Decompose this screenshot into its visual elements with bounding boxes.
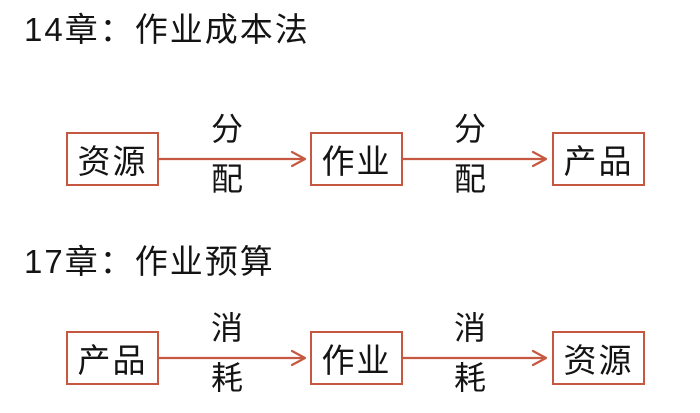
- flow-arrow: [403, 349, 548, 367]
- arrowhead-icon: [290, 349, 307, 367]
- flow-node-products: 产品: [552, 132, 645, 186]
- edge-label-top: 消: [210, 310, 243, 346]
- edge-label-bottom: 耗: [210, 360, 243, 396]
- flow-node-activities: 作业: [310, 331, 403, 385]
- arrowhead-icon: [531, 349, 548, 367]
- flow-node-resources: 资源: [66, 132, 159, 186]
- flow-arrow: [159, 150, 307, 168]
- flow-arrow: [159, 349, 307, 367]
- arrowhead-icon: [531, 150, 548, 168]
- flow-node-products: 产品: [66, 331, 159, 385]
- edge-label-top: 消: [453, 310, 486, 346]
- section-17-title: 17章：作业预算: [24, 243, 275, 280]
- edge-label-top: 分: [453, 111, 486, 147]
- flow-node-activities: 作业: [310, 132, 403, 186]
- flow-node-resources: 资源: [552, 331, 645, 385]
- edge-label-bottom: 配: [210, 161, 243, 197]
- arrowhead-icon: [290, 150, 307, 168]
- edge-label-top: 分: [210, 111, 243, 147]
- section-14-title: 14章：作业成本法: [24, 11, 310, 48]
- flow-arrow: [403, 150, 548, 168]
- edge-label-bottom: 耗: [453, 360, 486, 396]
- edge-label-bottom: 配: [453, 161, 486, 197]
